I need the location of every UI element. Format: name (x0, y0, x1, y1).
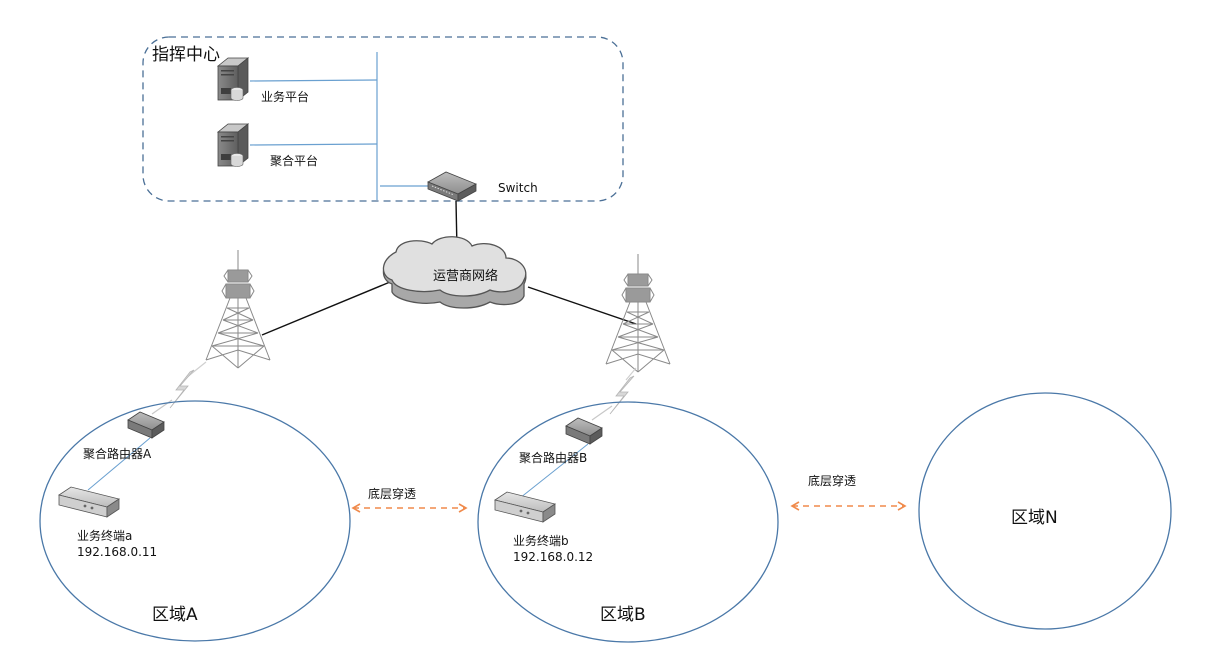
server-label: 聚合平台 (270, 153, 318, 168)
command-center-boundary (142, 36, 624, 202)
tunnel-label: 底层穿透 (368, 486, 416, 501)
cloud-icon (382, 236, 527, 309)
terminal-ip: 192.168.0.12 (513, 550, 593, 564)
tunnel-b-n: 底层穿透 (790, 473, 907, 511)
tunnel-label: 底层穿透 (808, 473, 856, 488)
wireless-link-b (591, 367, 637, 421)
region-boundary (39, 400, 351, 642)
terminal-icon (494, 491, 556, 523)
server-icon (217, 123, 249, 167)
region-boundary (918, 392, 1172, 630)
wireless-link-a (151, 361, 207, 415)
router-label: 聚合路由器A (83, 446, 152, 461)
server-business-platform[interactable]: 业务平台 (217, 57, 309, 104)
cell-tower-icon (605, 253, 671, 373)
internal-lan (249, 52, 428, 200)
region-label: 区域N (1011, 508, 1058, 528)
switch[interactable]: Switch (427, 171, 538, 202)
server-aggregation-platform[interactable]: 聚合平台 (217, 123, 318, 168)
region-label: 区域B (600, 605, 646, 625)
tunnel-a-b: 底层穿透 (351, 486, 468, 513)
router-icon (565, 417, 603, 445)
server-label: 业务平台 (261, 89, 309, 104)
lan-link (519, 443, 589, 499)
switch-icon (427, 171, 477, 202)
cell-tower-icon (205, 249, 271, 369)
region-a[interactable]: 聚合路由器A 业务终端a 192.168.0.11 区域A (39, 400, 351, 642)
cloud-label: 运营商网络 (433, 268, 498, 284)
terminal-icon (58, 486, 120, 518)
terminal-label: 业务终端a (77, 528, 132, 543)
region-n[interactable]: 区域N (918, 392, 1172, 630)
region-b[interactable]: 聚合路由器B 业务终端b 192.168.0.12 区域B (477, 401, 779, 643)
command-center-label: 指挥中心 (152, 45, 220, 65)
lan-link (87, 437, 151, 491)
carrier-network-cloud[interactable]: 运营商网络 (382, 236, 527, 309)
router-label: 聚合路由器B (519, 450, 587, 465)
terminal-ip: 192.168.0.11 (77, 545, 157, 559)
lightning-icon (609, 375, 635, 415)
server-icon (217, 57, 249, 101)
region-boundary (477, 401, 779, 643)
terminal-label: 业务终端b (513, 533, 569, 548)
router-icon (127, 411, 165, 439)
region-label: 区域A (152, 605, 198, 625)
switch-label: Switch (498, 181, 538, 195)
